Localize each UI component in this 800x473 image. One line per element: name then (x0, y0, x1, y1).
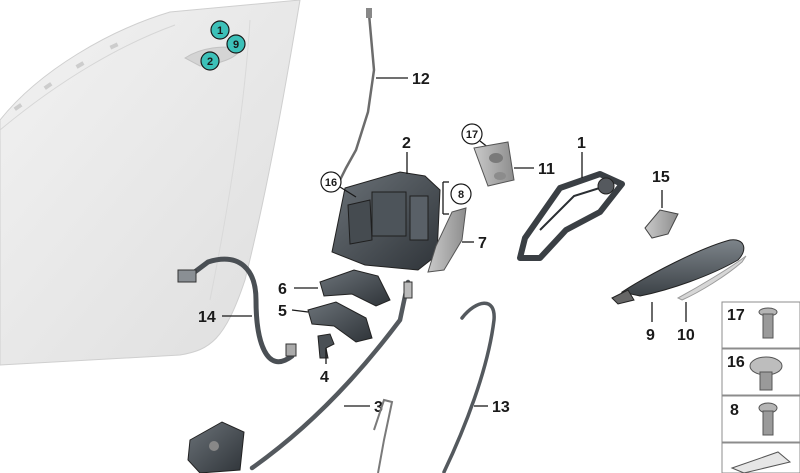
label-12: 12 (412, 71, 430, 88)
svg-text:17: 17 (466, 129, 478, 141)
screw-panel-extra-icon (730, 451, 792, 473)
part-4-clip: 4 (317, 333, 335, 386)
door-marker-9: 9 (226, 34, 246, 54)
label-11: 11 (538, 161, 555, 178)
callout-8: 8 (442, 181, 472, 215)
part-2-lock-module: 2 (331, 135, 441, 271)
label-13: 13 (492, 399, 510, 416)
label-1: 1 (577, 135, 586, 152)
label-3: 3 (374, 399, 383, 416)
label-9: 9 (646, 327, 655, 344)
svg-text:9: 9 (233, 39, 239, 51)
svg-text:1: 1 (217, 25, 223, 37)
callout-16: 16 (320, 171, 357, 198)
part-13-cable: 13 (442, 301, 510, 473)
part-5-bracket: 5 (278, 301, 373, 343)
door-edge-holes (13, 42, 119, 111)
label-2: 2 (402, 135, 411, 152)
label-15: 15 (652, 169, 670, 186)
screw-16-icon (749, 356, 783, 391)
part-12-rod: 12 (338, 8, 430, 181)
part-6-bracket: 6 (278, 269, 391, 307)
label-5: 5 (278, 303, 287, 320)
part-15-cap: 15 (644, 169, 679, 239)
label-4: 4 (320, 369, 329, 386)
svg-text:2: 2 (207, 56, 213, 68)
svg-text:8: 8 (458, 189, 464, 201)
screw-8-icon (758, 402, 778, 436)
label-14: 14 (198, 309, 216, 326)
label-6: 6 (278, 281, 287, 298)
screw-label-8: 8 (730, 402, 739, 419)
svg-text:16: 16 (325, 177, 337, 189)
screw-label-16: 16 (727, 354, 745, 371)
part-10-trim-strip: 10 (676, 255, 747, 344)
part-11-striker: 11 (473, 141, 555, 187)
part-7-bracket: 7 (427, 207, 487, 273)
part-14-cable: 14 (177, 256, 297, 365)
door-marker-1: 1 (210, 20, 230, 40)
label-7: 7 (478, 235, 487, 252)
screw-panel: 17 16 8 (721, 301, 800, 473)
part-1-handle-carrier: 1 (517, 135, 625, 261)
part-3-cable: 3 (249, 279, 413, 471)
part-9-outer-handle: 9 (611, 239, 745, 344)
lower-latch-assembly (187, 398, 394, 473)
door-marker-2: 2 (200, 51, 220, 71)
label-10: 10 (677, 327, 695, 344)
screw-17-icon (758, 307, 778, 339)
screw-label-17: 17 (727, 307, 745, 324)
